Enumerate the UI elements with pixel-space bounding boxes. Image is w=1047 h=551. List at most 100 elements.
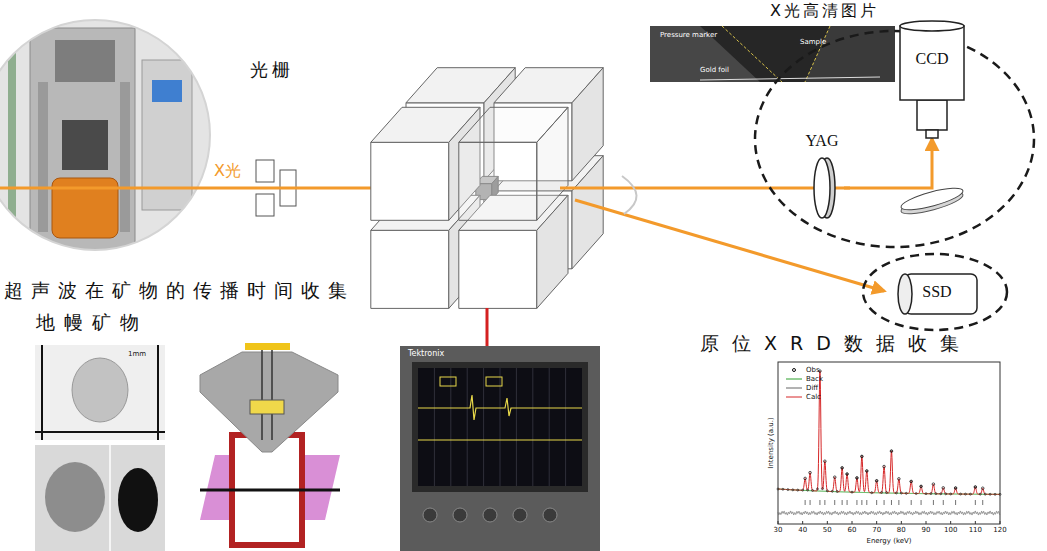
tick-label: 30 [774, 526, 783, 534]
obs-point [930, 493, 932, 495]
peak-tick [876, 500, 877, 505]
image-label: Sample [800, 38, 826, 46]
chart-legend-text: Back [806, 375, 823, 383]
mineral-sample [118, 468, 158, 532]
chart-legend-text: Calc [806, 393, 821, 401]
obs-point [895, 492, 897, 494]
cube-face [537, 107, 568, 220]
anvil-section [200, 352, 338, 452]
cube-face [572, 68, 603, 181]
chart-frame [778, 362, 1000, 524]
legend-sample [786, 388, 802, 389]
obs-point [900, 492, 902, 494]
detector-region: X光高清图片YAGCCD [752, 0, 1037, 250]
peak-tick [943, 500, 944, 505]
grey-arc [622, 176, 637, 214]
obs-point [915, 493, 917, 495]
obs-point [960, 493, 962, 495]
obs-point [856, 477, 859, 480]
obs-point [831, 490, 833, 492]
obs-point [920, 485, 923, 488]
peak-tick [891, 500, 892, 505]
obs-point [821, 488, 823, 490]
camera-body [900, 26, 964, 100]
screen-grid [565, 368, 566, 486]
oscilloscope-body [400, 346, 600, 551]
obs-point [925, 493, 927, 495]
ssd-detector: SSD [895, 272, 979, 316]
axis-tick [827, 521, 828, 524]
obs-point [954, 487, 957, 490]
obs-point [841, 467, 844, 470]
axis-tick [926, 521, 927, 524]
part-label: CCD [916, 50, 949, 68]
photo-outline [0, 20, 210, 250]
peak-tick [861, 500, 862, 505]
peak-tick [933, 500, 934, 505]
tick-label: 120 [993, 526, 1006, 534]
legend-sample [786, 397, 802, 398]
obs-point [910, 480, 912, 482]
axis-title: Energy (keV) [866, 537, 911, 545]
calc-curve [778, 371, 1000, 494]
detector-window [898, 274, 912, 314]
obs-point [816, 488, 818, 490]
obs-point [787, 489, 789, 491]
peak-tick [834, 500, 835, 505]
peak-tick [898, 500, 899, 505]
obs-point [866, 470, 869, 473]
obs-point [841, 467, 843, 469]
obs-point [886, 492, 888, 494]
dashed-outline [863, 254, 1007, 330]
disc-front [814, 158, 830, 218]
ruler-line [157, 345, 159, 440]
obs-point [981, 487, 984, 490]
axis-tick [1000, 521, 1001, 524]
screen-grid [549, 368, 550, 486]
peak-tick [884, 500, 885, 505]
screen-grid [532, 368, 533, 486]
legend-sample [793, 369, 796, 372]
obs-point [846, 473, 848, 475]
obs-point [792, 489, 794, 491]
obs-point [945, 493, 947, 495]
chart-legend-text: Diff [806, 384, 818, 392]
obs-point [932, 483, 935, 486]
obs-point [861, 455, 863, 457]
obs-point [910, 480, 913, 483]
part-label: YAG [806, 132, 839, 150]
obs-point [812, 489, 814, 491]
obs-point [974, 486, 976, 488]
ruler-line [41, 345, 43, 440]
peak-tick [842, 500, 843, 505]
section-title: 超声波在矿物的传播时间收集 [4, 280, 355, 302]
screen-grid [467, 368, 468, 486]
obs-point [994, 493, 996, 495]
axis-tick [802, 521, 803, 524]
obs-point [989, 493, 991, 495]
obs-point [833, 476, 836, 479]
obs-point [942, 487, 945, 490]
mineral-sample [72, 358, 128, 422]
peak-tick [866, 500, 867, 505]
screen-grid [483, 368, 484, 486]
knob [423, 508, 437, 522]
cursor-box [440, 377, 456, 386]
obs-point [851, 491, 853, 493]
peak-tick [847, 500, 848, 505]
axis-tick [975, 521, 976, 524]
press-frame [30, 28, 135, 250]
tick-label: 110 [969, 526, 982, 534]
cube-face [371, 142, 449, 220]
section-title: 地幔矿物 [36, 312, 148, 334]
press-head [55, 40, 115, 82]
tick-label: 90 [922, 526, 931, 534]
image-label: Pressure marker [660, 31, 717, 39]
obs-point [875, 479, 878, 482]
axis-tick [950, 521, 951, 524]
beam-connector [844, 139, 932, 188]
axis-tick [901, 521, 902, 524]
axis-tick [876, 521, 877, 524]
buffer-rod [261, 350, 263, 440]
